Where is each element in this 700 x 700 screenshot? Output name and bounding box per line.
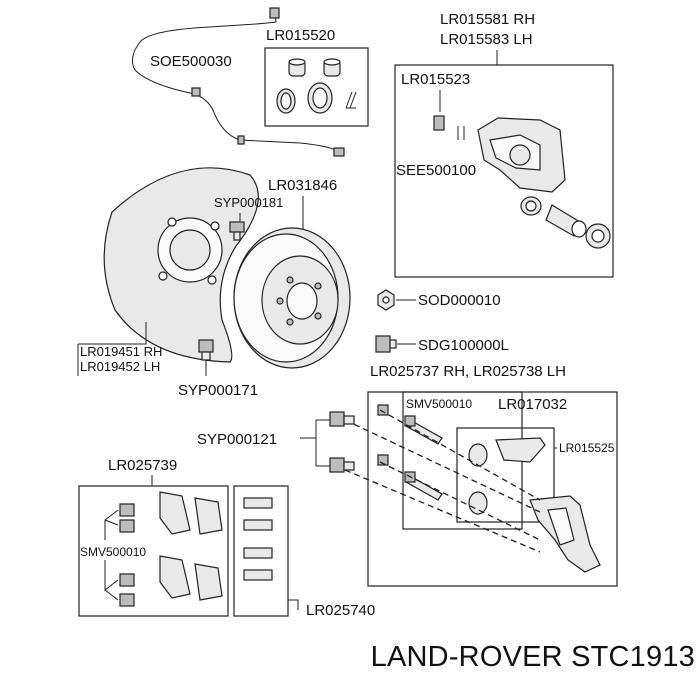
label-lr019451: LR019451 RH: [80, 344, 162, 359]
label-syp000181: SYP000181: [214, 195, 283, 210]
label-lr017032: LR017032: [498, 396, 567, 413]
caliper-body: [477, 117, 566, 193]
label-lr025737: LR025737 RH, LR025738 LH: [370, 363, 566, 380]
bolts-syp000121: [329, 411, 355, 473]
screw-sdg100000l: [375, 335, 397, 353]
pin-boot-box: [456, 427, 555, 523]
caliper-piston-parts: [520, 196, 611, 249]
nut-sod000010: [377, 289, 395, 311]
label-see500100: SEE500100: [396, 162, 476, 179]
label-lr025740: LR025740: [306, 602, 375, 619]
label-lr015583: LR015583 LH: [440, 31, 533, 48]
caliper-carrier: [529, 495, 601, 573]
seal-kit-parts: [276, 58, 357, 114]
seal-kit-box: [264, 47, 369, 127]
footer-part-number: LAND-ROVER STC1913: [370, 641, 695, 673]
brake-disc: [233, 227, 351, 369]
dust-shield: [103, 167, 259, 363]
clip-kit-parts: [243, 497, 273, 581]
label-syp000171: SYP000171: [178, 382, 258, 399]
label-sdg100000l: SDG100000L: [418, 337, 509, 354]
bolt-syp000181: [229, 221, 245, 241]
bleed-screw: [433, 115, 465, 140]
label-lr031846: LR031846: [268, 177, 337, 194]
carrier-dashed-lines: [344, 409, 541, 553]
label-lr015520: LR015520: [266, 27, 335, 44]
wear-sensor-cable: [131, 7, 345, 157]
label-lr015525: LR015525: [559, 441, 615, 455]
pad-kit-parts: [119, 491, 223, 607]
label-sod000010: SOD000010: [418, 292, 501, 309]
pad-kit-box: [78, 485, 229, 617]
label-soe500030: SOE500030: [150, 53, 232, 70]
pin-boots: [468, 443, 488, 515]
label-lr015581: LR015581 RH: [440, 11, 535, 28]
clip-kit-box: [233, 485, 289, 617]
label-lr025739: LR025739: [108, 457, 177, 474]
label-lr019452: LR019452 LH: [80, 359, 160, 374]
anti-rattle-clip: [495, 437, 546, 463]
label-smv500010-top: SMV500010: [406, 397, 472, 411]
carrier-bolts: [377, 404, 443, 501]
label-syp000121: SYP000121: [197, 431, 277, 448]
caliper-box: [394, 64, 614, 278]
bolt-syp000171: [198, 339, 214, 361]
label-smv500010-left: SMV500010: [80, 545, 146, 559]
label-lr015523: LR015523: [401, 71, 470, 88]
